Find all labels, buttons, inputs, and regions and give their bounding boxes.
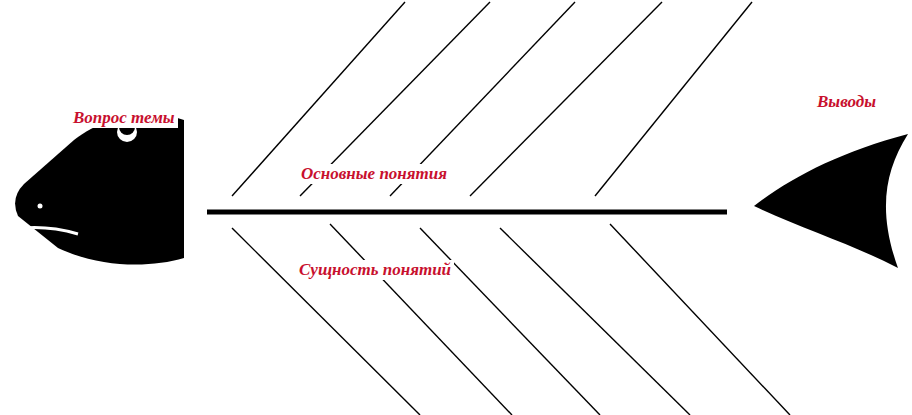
label-text: Выводы (814, 92, 879, 112)
upper-bones (232, 2, 752, 196)
fish-head (15, 114, 184, 264)
label-text: Вопрос темы (70, 108, 178, 128)
label-text: Основные понятия (298, 164, 450, 184)
fish-mouth (24, 228, 78, 234)
label-text: Сущность понятий (296, 260, 454, 280)
fish-tail (754, 134, 908, 268)
lower-bones (232, 224, 790, 415)
fish-nostril (38, 204, 43, 209)
fish-spine (207, 210, 727, 215)
